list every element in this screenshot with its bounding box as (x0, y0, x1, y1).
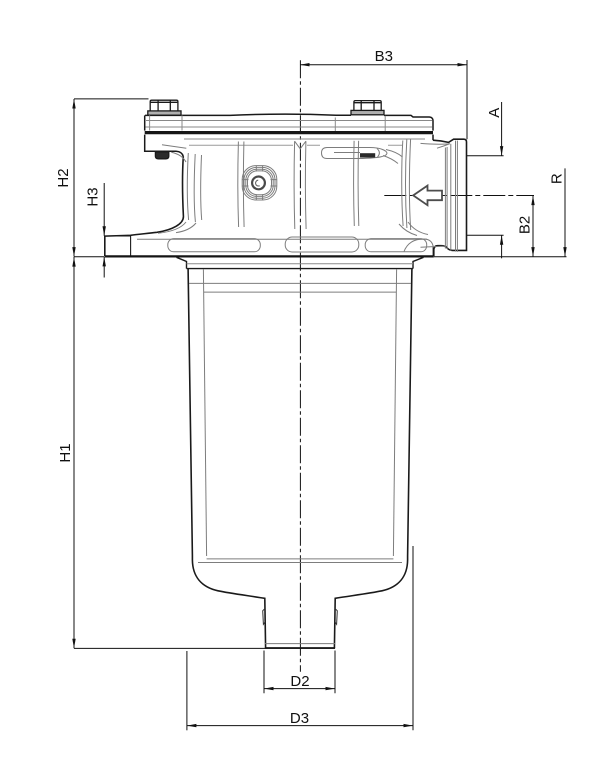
svg-text:B3: B3 (375, 48, 393, 65)
svg-text:R: R (549, 173, 566, 184)
svg-text:A: A (486, 108, 503, 118)
svg-text:H1: H1 (57, 443, 74, 462)
svg-text:H3: H3 (85, 187, 102, 206)
svg-text:D2: D2 (290, 673, 309, 690)
svg-text:H2: H2 (55, 168, 72, 187)
svg-text:D3: D3 (290, 710, 309, 727)
svg-text:B2: B2 (517, 216, 534, 234)
